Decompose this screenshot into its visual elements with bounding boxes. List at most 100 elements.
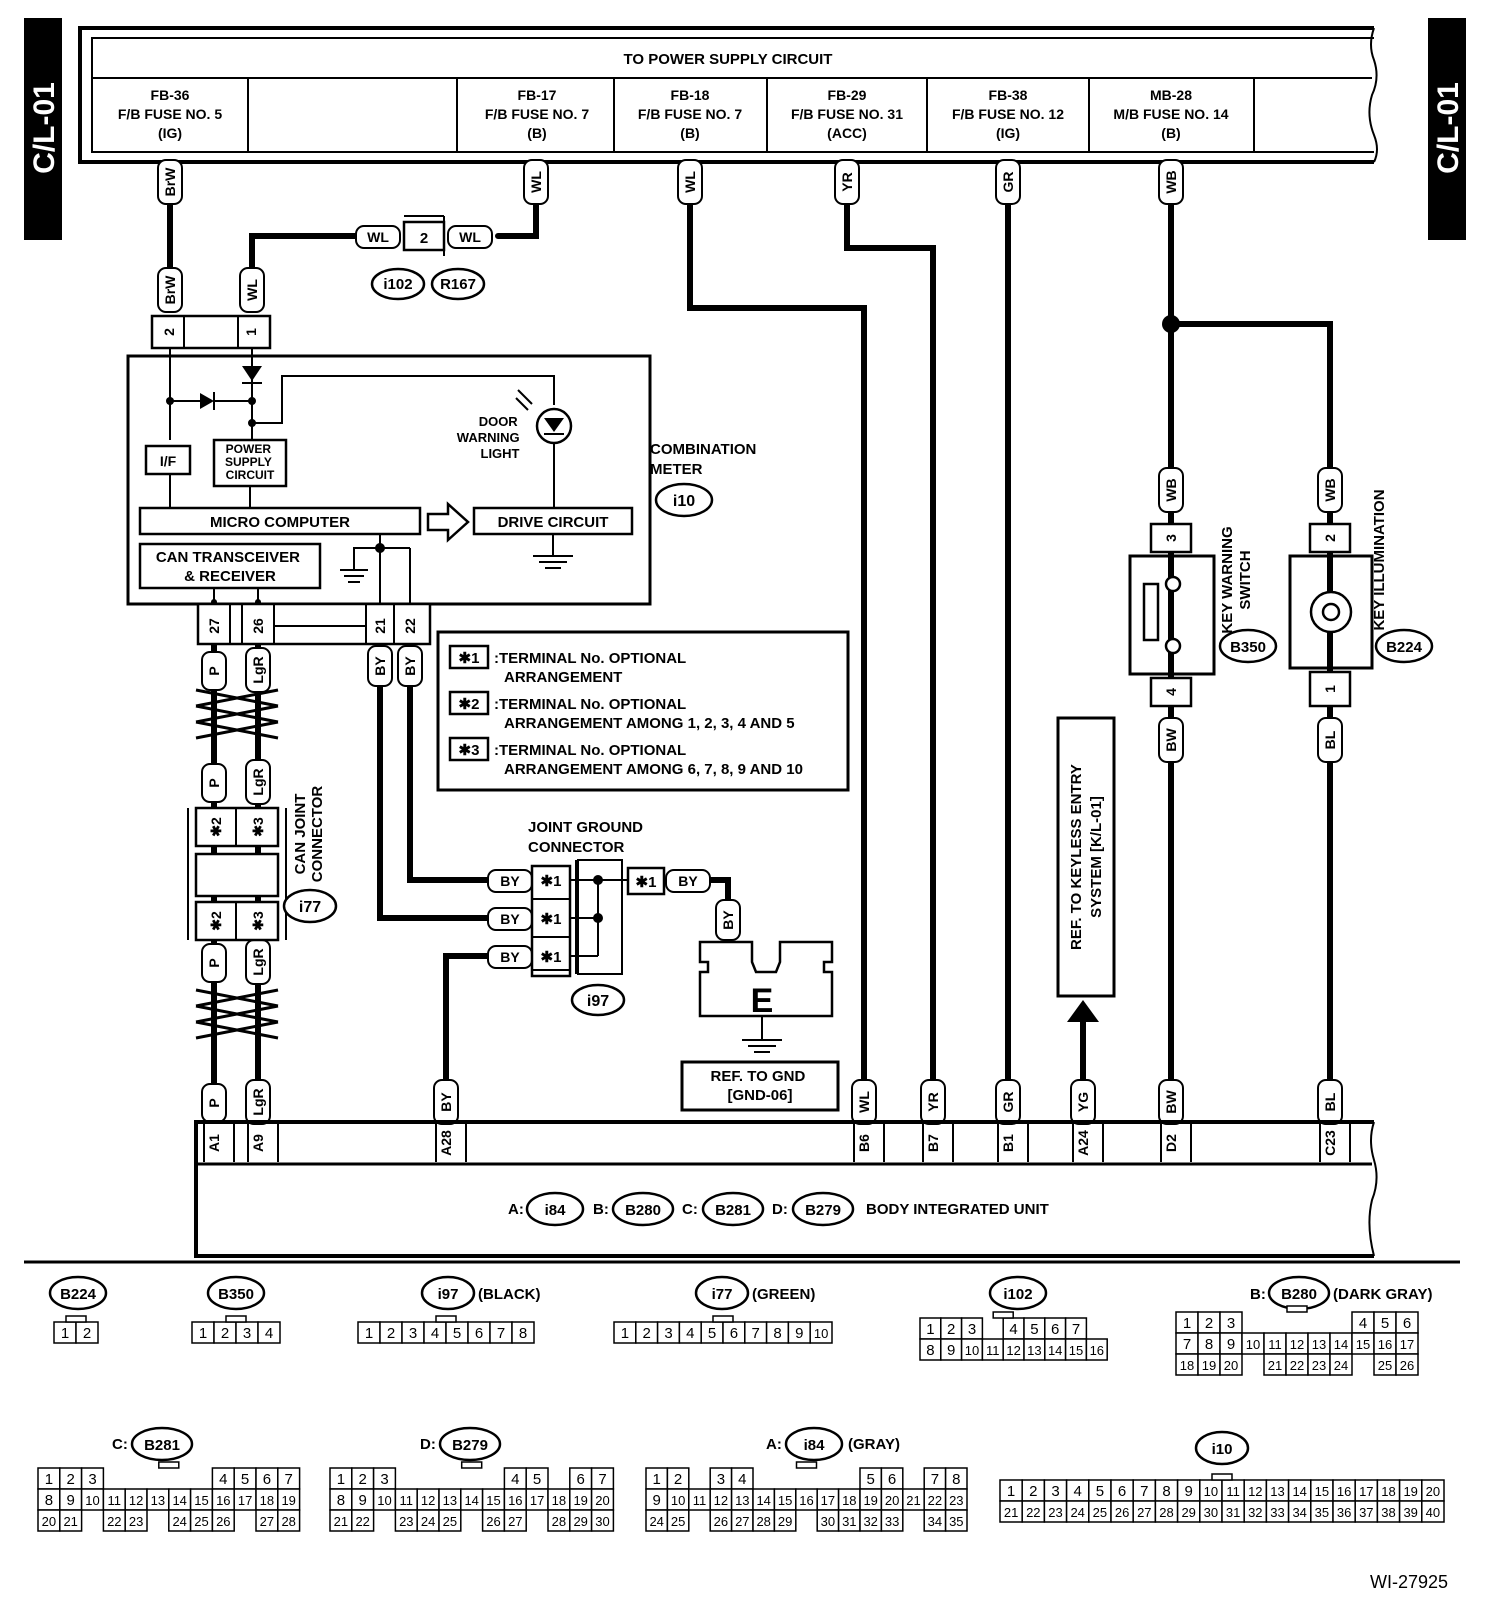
- ground-letter: E: [751, 982, 774, 1020]
- pin-number: 10: [377, 1493, 391, 1508]
- svg-text:27: 27: [206, 618, 222, 634]
- pin-number: 2: [947, 1321, 955, 1338]
- pin-number: 8: [1162, 1483, 1170, 1500]
- svg-text:2: 2: [161, 328, 177, 336]
- meter-bottom-connector: 27 26 21 22: [196, 602, 432, 646]
- fuse-state: (ACC): [827, 125, 867, 141]
- pin-number: 23: [399, 1514, 413, 1529]
- pin-number: 30: [821, 1514, 835, 1529]
- pin-number: 16: [1090, 1343, 1104, 1358]
- svg-text:BY: BY: [500, 911, 520, 927]
- wire-label-by: BY: [715, 899, 741, 941]
- pin-cell: [75, 1321, 99, 1344]
- pin-number: 18: [1381, 1484, 1395, 1499]
- pin-number: 13: [1027, 1343, 1041, 1358]
- connector-i102-label: i102: [383, 276, 412, 293]
- combination-meter: DOOR WARNING LIGHT I/F POWER SUPPLY CIRC…: [126, 348, 761, 610]
- pin-number: 35: [1315, 1505, 1329, 1520]
- drive-circuit-label: DRIVE CIRCUIT: [498, 514, 609, 531]
- pin-number: 10: [965, 1343, 979, 1358]
- pin-number: 29: [573, 1514, 587, 1529]
- pin-cell: [503, 1509, 527, 1532]
- pin-number: 8: [773, 1325, 781, 1342]
- pin-number: 8: [1205, 1336, 1213, 1353]
- pin-number: 17: [238, 1493, 252, 1508]
- pin-number: 19: [281, 1493, 295, 1508]
- pin-number: 2: [221, 1325, 229, 1342]
- svg-text:REF. TO KEYLESS ENTRY: REF. TO KEYLESS ENTRY: [1068, 764, 1085, 950]
- svg-text:YR: YR: [839, 172, 855, 191]
- svg-text:B224: B224: [60, 1286, 97, 1303]
- pin-number: 29: [1181, 1505, 1195, 1520]
- pin-number: 5: [1381, 1315, 1389, 1332]
- pin-number: 27: [508, 1514, 522, 1529]
- pin-number: 31: [842, 1514, 856, 1529]
- pin-cell: [1219, 1353, 1243, 1376]
- svg-text:22: 22: [402, 618, 418, 634]
- wire-label-wb: WB: [1158, 159, 1184, 205]
- connector-latch: [992, 1311, 1014, 1319]
- wire-label-wl: WL: [447, 225, 493, 249]
- pin-number: 3: [717, 1471, 725, 1488]
- fuse-state: (IG): [996, 125, 1020, 141]
- svg-text:B6: B6: [856, 1134, 872, 1152]
- pin-number: 10: [85, 1493, 99, 1508]
- svg-text:C:: C:: [682, 1201, 698, 1218]
- svg-text:A1: A1: [206, 1134, 222, 1152]
- pin-number: 23: [1048, 1505, 1062, 1520]
- svg-text:✱1: ✱1: [636, 874, 657, 891]
- pin-number: 6: [1403, 1315, 1411, 1332]
- wire-label-yg: YG: [1070, 1079, 1096, 1125]
- pin-number: 12: [129, 1493, 143, 1508]
- fuse-name: F/B FUSE NO. 31: [791, 106, 903, 122]
- svg-text:BrW: BrW: [162, 275, 178, 305]
- connector-latch: [460, 1461, 483, 1469]
- pin-number: 21: [906, 1493, 920, 1508]
- pin-number: 26: [486, 1514, 500, 1529]
- pin-number: 8: [45, 1492, 53, 1509]
- svg-text:KEY ILLUMINATION: KEY ILLUMINATION: [1371, 489, 1388, 630]
- connector-latch: [1211, 1473, 1233, 1481]
- pin-number: 34: [1292, 1505, 1306, 1520]
- wire-label-yr: YR: [920, 1079, 946, 1125]
- pin-number: 4: [265, 1325, 273, 1342]
- pin-number: 5: [1096, 1483, 1104, 1500]
- pin-number: 12: [1248, 1484, 1262, 1499]
- pin-number: 34: [928, 1514, 942, 1529]
- pin-number: 6: [577, 1471, 585, 1488]
- pin-number: 4: [1009, 1321, 1017, 1338]
- svg-text:26: 26: [250, 618, 266, 634]
- pin-number: 11: [693, 1493, 707, 1508]
- pin-number: 7: [1072, 1321, 1080, 1338]
- key-illumination: 2 1 KEY ILLUMINATION B224: [1288, 489, 1434, 708]
- wire-label-by: BY: [487, 945, 533, 969]
- pin-number: 1: [653, 1471, 661, 1488]
- connector-latch: [158, 1461, 180, 1469]
- svg-text:✱2: ✱2: [208, 817, 224, 837]
- svg-text:(BLACK): (BLACK): [478, 1286, 540, 1303]
- svg-text:B:: B:: [1250, 1286, 1266, 1303]
- svg-text:i102: i102: [1003, 1286, 1032, 1303]
- svg-text:P: P: [206, 1098, 222, 1107]
- pin-number: 13: [1270, 1484, 1284, 1499]
- note-mark: ✱2: [459, 696, 480, 713]
- pin-number: 17: [530, 1493, 544, 1508]
- pin-number: 9: [947, 1342, 955, 1359]
- pin-number: 15: [1356, 1337, 1370, 1352]
- pin-number: 32: [1248, 1505, 1262, 1520]
- combination-meter-label: COMBINATION METER: [650, 441, 761, 478]
- svg-text:B280: B280: [1281, 1286, 1317, 1303]
- pin-number: 6: [1051, 1321, 1059, 1338]
- wire-label-brw: BrW: [157, 159, 183, 205]
- svg-text:1: 1: [1322, 685, 1338, 693]
- connector-i10-label: i10: [673, 493, 695, 510]
- connector-i97-label: i97: [587, 993, 609, 1010]
- pin-number: 18: [1180, 1358, 1194, 1373]
- svg-text:D2: D2: [1163, 1134, 1179, 1152]
- pin-number: 5: [533, 1471, 541, 1488]
- pin-number: 15: [486, 1493, 500, 1508]
- pin-number: 15: [1069, 1343, 1083, 1358]
